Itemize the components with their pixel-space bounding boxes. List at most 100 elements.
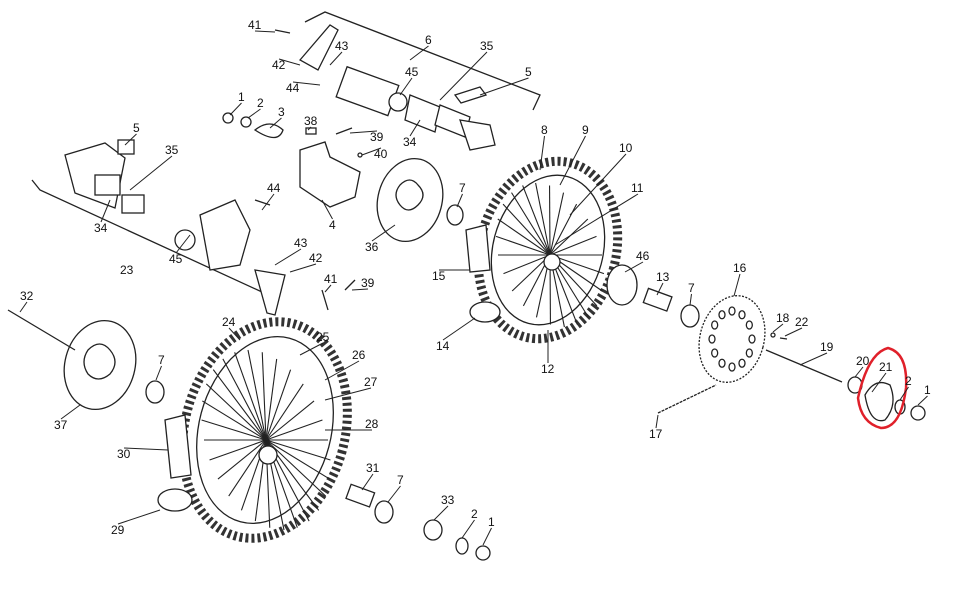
spoke (511, 192, 551, 256)
leader-line (461, 519, 475, 539)
nut (910, 405, 926, 421)
leader-line (229, 102, 242, 116)
leader-line (399, 77, 413, 96)
leader-line (292, 81, 321, 86)
part-number-label: 24 (222, 315, 236, 329)
leader-line (479, 77, 529, 96)
part-number-label: 7 (158, 353, 165, 367)
leader-line (278, 58, 301, 66)
sprocket-hole (738, 310, 746, 320)
bearing (145, 380, 165, 404)
bolt (770, 332, 776, 338)
leader-line (324, 284, 332, 293)
part-number-label: 16 (733, 261, 747, 275)
leader-line (387, 485, 401, 503)
leader-line (361, 147, 382, 156)
spoke (234, 352, 267, 441)
leader-line (854, 366, 864, 378)
part-number-label: 31 (366, 461, 380, 475)
spoke (535, 182, 551, 256)
part-number-label: 39 (361, 276, 375, 290)
caliper-assembly-bracket (304, 11, 541, 111)
part-number-label: 34 (403, 135, 417, 149)
leader-line (349, 130, 378, 134)
part-number-label: 36 (365, 240, 379, 254)
leader-line (655, 414, 659, 429)
part-number-label: 39 (370, 130, 384, 144)
sprocket-hole (728, 362, 736, 372)
front-axle (7, 309, 76, 351)
leader-line (569, 153, 627, 216)
spoke (265, 439, 331, 461)
bolt (779, 337, 788, 340)
leader-line (442, 317, 476, 341)
leader-line (439, 51, 488, 101)
part-number-label: 1 (924, 383, 931, 397)
spoke (495, 235, 551, 256)
spoke (522, 185, 551, 256)
part-number-label: 42 (272, 58, 286, 72)
part-number-label: 8 (541, 123, 548, 137)
sprocket-hole (745, 348, 753, 358)
spoke (265, 439, 327, 497)
leader-line (733, 273, 741, 297)
spacer (345, 483, 376, 508)
part-number-label: 2 (471, 507, 478, 521)
spoke (209, 439, 267, 461)
part-number-label: 23 (120, 263, 134, 277)
spacer (642, 287, 673, 312)
spoke (503, 254, 551, 275)
sprocket (698, 295, 766, 383)
spoke (217, 439, 267, 480)
part-number-label: 11 (631, 181, 644, 195)
part-number-label: 7 (688, 281, 695, 295)
leader-line (247, 108, 261, 119)
part-number-label: 2 (257, 96, 264, 110)
leader-line (554, 193, 639, 246)
brake-disc-rear (376, 157, 444, 243)
spoke (228, 439, 267, 497)
spoke (497, 218, 551, 256)
sprocket-hole (708, 334, 716, 344)
spoke (265, 383, 304, 441)
part-number-label: 25 (316, 330, 330, 344)
spoke (201, 419, 267, 441)
leader-line (409, 119, 421, 137)
part-number-label: 43 (294, 236, 308, 250)
part-number-label: 12 (541, 362, 555, 376)
sprocket-hole (711, 348, 719, 358)
sprocket-hole (718, 310, 726, 320)
part-number-label: 28 (365, 417, 379, 431)
leader-line (19, 301, 28, 313)
leader-line (361, 473, 374, 491)
bearing (446, 204, 464, 226)
part-number-label: 38 (304, 114, 318, 128)
part-number-label: 9 (582, 123, 589, 137)
spoke (212, 369, 267, 441)
leader-line (324, 360, 360, 381)
bearing (374, 500, 394, 524)
part-number-label: 15 (432, 269, 446, 283)
part-number-label: 1 (488, 515, 495, 529)
leader-line (899, 386, 909, 401)
part-number-label: 29 (111, 523, 125, 537)
rear-axle (765, 349, 843, 383)
part-number-label: 32 (20, 289, 34, 303)
leader-line (329, 51, 343, 66)
part-number-label: 41 (324, 272, 338, 286)
part-number-label: 22 (795, 315, 809, 329)
hub-spacer (606, 264, 638, 306)
leader-line (456, 193, 463, 208)
front-caliper (64, 139, 356, 316)
part-number-label: 17 (649, 427, 663, 441)
nut (475, 545, 491, 561)
leader-line (624, 261, 644, 273)
spoke (265, 419, 323, 441)
leader-line (772, 323, 784, 333)
part-number-label: 46 (636, 249, 650, 263)
rear-wheel (465, 156, 623, 344)
leader-line (321, 199, 333, 220)
part-number-label: 10 (619, 141, 633, 155)
part-number-label: 3 (278, 105, 285, 119)
